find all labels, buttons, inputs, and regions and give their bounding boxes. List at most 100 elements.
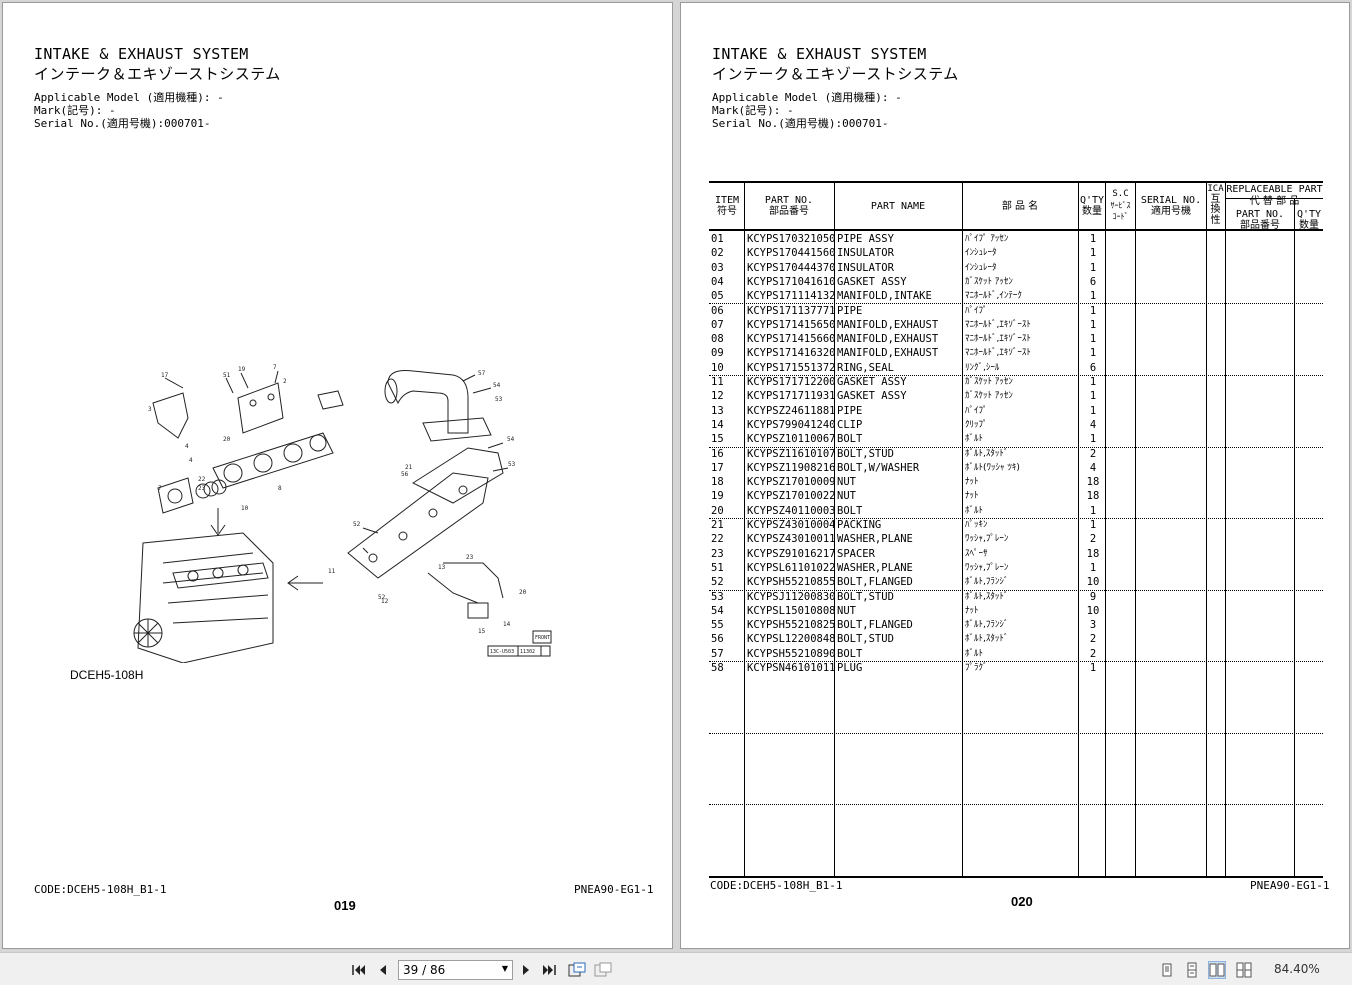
quantity-cell: 3 [1089, 619, 1097, 632]
part-name-jp-cell: ｶﾞｽｹｯﾄ ｱｯｾﾝ [965, 391, 1013, 402]
item-cell: 07 [711, 318, 724, 331]
svg-text:23: 23 [198, 485, 206, 492]
item-cell: 05 [711, 290, 724, 303]
header-item-en: ITEM [714, 195, 740, 206]
svg-text:13C-U503: 13C-U503 [490, 649, 514, 655]
page-select[interactable]: 39 / 86 ▼ [398, 960, 513, 980]
part-number-cell: KCYPS171711931 [747, 390, 835, 403]
item-cell: 01 [711, 233, 724, 245]
part-name-jp-cell: ﾊﾟｯｷﾝ [965, 520, 988, 530]
part-number-cell: KCYPSZ10110067 [747, 433, 835, 446]
part-name-jp-cell: ﾌﾟﾗｸﾞ [965, 663, 988, 673]
item-cell: 08 [711, 333, 724, 346]
part-name-jp-cell: ﾅｯﾄ [965, 605, 979, 616]
mark-info: Mark(記号): - [712, 104, 794, 117]
part-name-cell: BOLT,STUD [837, 447, 894, 460]
fit-width-icon[interactable] [594, 961, 612, 979]
part-number-cell: KCYPSH55210855 [747, 576, 835, 589]
header-repl-qty-en: Q'TY [1296, 209, 1322, 220]
header-part-name: PART NAME [870, 201, 926, 212]
quantity-cell: 9 [1089, 590, 1097, 603]
part-name-jp-cell: ｽﾍﾟｰｻ [965, 548, 988, 559]
header-sc-code: ｺｰﾄﾞ [1112, 212, 1129, 221]
right-page: INTAKE & EXHAUST SYSTEM インテーク＆エキゾーストシステム… [680, 2, 1350, 949]
part-name-cell: MANIFOLD,EXHAUST [837, 318, 939, 331]
continuous-page-icon[interactable] [1183, 961, 1201, 979]
part-number-cell: KCYPSJ11200830 [747, 590, 835, 603]
prev-page-icon[interactable] [374, 961, 392, 979]
svg-text:11: 11 [328, 568, 336, 575]
quantity-cell: 4 [1089, 418, 1097, 431]
two-page-continuous-icon[interactable] [1235, 961, 1253, 979]
part-number-cell: KCYPSZ43010011 [747, 533, 835, 546]
part-number-cell: KCYPSZ17010009 [747, 476, 835, 489]
two-page-icon[interactable] [1208, 961, 1226, 979]
header-repl-partno-en: PART NO. [1235, 209, 1285, 220]
quantity-cell: 1 [1089, 404, 1097, 417]
part-name-cell: MANIFOLD,EXHAUST [837, 347, 939, 360]
part-number-cell: KCYPSZ24611881 [747, 404, 835, 417]
part-name-jp-cell: ｶﾞｽｹｯﾄ ｱｯｾﾝ [965, 276, 1013, 287]
part-name-cell: PACKING [837, 519, 882, 531]
part-number-cell: KCYPS170441560 [747, 247, 835, 260]
svg-text:17: 17 [161, 372, 169, 379]
part-name-jp-cell: ﾜｯｼｬ,ﾌﾟﾚｰﾝ [965, 562, 1009, 573]
part-name-cell: WASHER,PLANE [837, 533, 913, 546]
part-name-cell: NUT [837, 490, 856, 503]
last-page-icon[interactable] [540, 961, 558, 979]
svg-text:51: 51 [223, 372, 231, 379]
header-ica: ICA [1207, 184, 1224, 194]
svg-text:20: 20 [223, 436, 231, 443]
single-page-icon[interactable] [1158, 961, 1176, 979]
part-number-cell: KCYPSL12200848 [747, 633, 835, 646]
header-repl-qty-jp: 数量 [1299, 220, 1319, 231]
page-title-jp: インテーク＆エキゾーストシステム [34, 65, 281, 83]
header-serial-jp: 適用号機 [1151, 206, 1191, 217]
part-name-cell: NUT [837, 476, 856, 489]
diagram-label: DCEH5-108H [70, 668, 144, 682]
part-name-jp-cell: ﾊﾟｲﾌﾟ ｱｯｾﾝ [965, 234, 1009, 244]
part-number-cell: KCYPSZ40110003 [747, 504, 835, 517]
quantity-cell: 2 [1089, 633, 1097, 646]
part-name-cell: SPACER [837, 547, 875, 560]
left-page: INTAKE & EXHAUST SYSTEM インテーク＆エキゾーストシステム… [2, 2, 673, 949]
item-cell: 02 [711, 247, 724, 260]
part-name-cell: GASKET ASSY [837, 376, 907, 388]
first-page-icon[interactable] [350, 961, 368, 979]
quantity-cell: 1 [1089, 519, 1097, 531]
item-cell: 20 [711, 504, 724, 517]
svg-text:52: 52 [353, 521, 361, 528]
page-code: CODE:DCEH5-108H_B1-1 [710, 879, 843, 892]
next-page-icon[interactable] [517, 961, 535, 979]
quantity-cell: 18 [1086, 476, 1100, 489]
part-name-cell: INSULATOR [837, 261, 894, 274]
item-cell: 11 [711, 376, 724, 388]
item-cell: 17 [711, 461, 724, 474]
zoom-level[interactable]: 84.40% [1274, 962, 1320, 976]
svg-text:56: 56 [401, 471, 409, 478]
item-cell: 51 [711, 561, 724, 574]
chevron-down-icon: ▼ [501, 964, 508, 973]
fit-page-icon[interactable] [568, 961, 586, 979]
part-number-cell: KCYPS171712200 [747, 376, 835, 388]
part-name-jp-cell: ﾜｯｼｬ,ﾌﾟﾚｰﾝ [965, 534, 1009, 545]
part-name-cell: BOLT,FLANGED [837, 619, 913, 632]
part-name-cell: WASHER,PLANE [837, 561, 913, 574]
part-name-jp-cell: ﾎﾞﾙﾄ,ｽﾀｯﾄﾞ [965, 448, 1009, 459]
quantity-cell: 1 [1089, 304, 1097, 317]
item-cell: 56 [711, 633, 724, 646]
svg-text:52: 52 [378, 594, 386, 601]
part-name-jp-cell: ﾅｯﾄ [965, 491, 979, 502]
part-name-jp-cell: ﾎﾞﾙﾄ(ﾜｯｼｬ ﾂｷ) [965, 462, 1020, 473]
page-code: CODE:DCEH5-108H_B1-1 [34, 883, 167, 896]
